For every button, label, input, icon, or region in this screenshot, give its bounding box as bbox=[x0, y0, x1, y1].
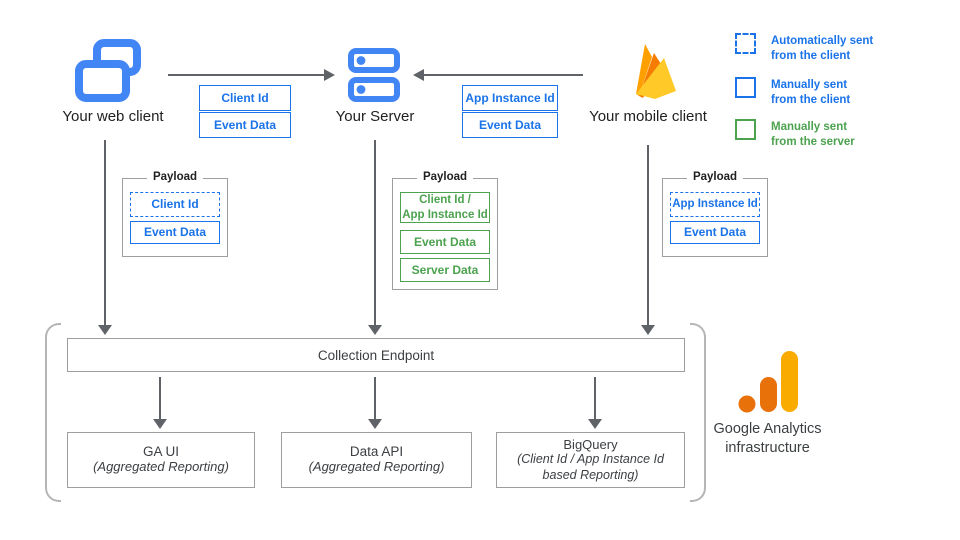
arrow-web-down-head-icon bbox=[98, 325, 112, 335]
arrow-data-api-line bbox=[374, 377, 376, 421]
arrow-mobile-to-server-head-icon bbox=[413, 69, 424, 81]
arrow-ga-ui-line bbox=[159, 377, 161, 421]
arrow-web-to-server-head-icon bbox=[324, 69, 335, 81]
payload-web: Payload Client Id Event Data bbox=[122, 171, 228, 257]
output-bigquery-subtitle: (Client Id / App Instance Id based Repor… bbox=[517, 451, 664, 482]
payload-mobile-event-data: Event Data bbox=[670, 221, 760, 244]
output-data-api-title: Data API bbox=[349, 444, 404, 460]
payload-web-title: Payload bbox=[146, 171, 204, 183]
output-data-api: Data API (Aggregated Reporting) bbox=[281, 432, 472, 488]
firebase-mobile-client-icon bbox=[636, 44, 676, 99]
arrow-data-api-head-icon bbox=[368, 419, 382, 429]
flow-tag-event-data-web: Event Data bbox=[199, 112, 291, 138]
payload-web-client-id: Client Id bbox=[130, 192, 220, 217]
legend-swatch-manual-server-icon bbox=[735, 119, 756, 140]
payload-mobile-app-instance-id: App Instance Id bbox=[670, 192, 760, 217]
arrow-mobile-down-head-icon bbox=[641, 325, 655, 335]
payload-server: Payload Client Id / App Instance Id Even… bbox=[392, 171, 498, 290]
output-bigquery: BigQuery (Client Id / App Instance Id ba… bbox=[496, 432, 685, 488]
mobile-client-label: Your mobile client bbox=[589, 108, 707, 125]
output-ga-ui: GA UI (Aggregated Reporting) bbox=[67, 432, 255, 488]
arrow-mobile-down-line bbox=[647, 145, 649, 327]
arrow-mobile-to-server-line bbox=[423, 74, 583, 76]
arrow-web-down-line bbox=[104, 140, 106, 327]
web-client-icon bbox=[75, 39, 141, 102]
legend-label-manual-server: Manually sent from the server bbox=[771, 121, 855, 148]
legend-label-manual-client: Manually sent from the client bbox=[771, 79, 851, 106]
bracket-right bbox=[690, 323, 706, 502]
output-ga-ui-title: GA UI bbox=[142, 444, 179, 460]
legend-swatch-manual-client-icon bbox=[735, 77, 756, 98]
arrow-web-to-server-line bbox=[168, 74, 325, 76]
arrow-bigquery-line bbox=[594, 377, 596, 421]
payload-mobile-title: Payload bbox=[686, 171, 744, 183]
payload-web-event-data: Event Data bbox=[130, 221, 220, 244]
collection-endpoint-label: Collection Endpoint bbox=[317, 347, 435, 363]
flow-tag-event-data-mobile: Event Data bbox=[462, 112, 558, 138]
server-icon bbox=[348, 48, 400, 102]
output-bigquery-title: BigQuery bbox=[563, 436, 618, 452]
output-ga-ui-subtitle: (Aggregated Reporting) bbox=[93, 459, 229, 475]
bracket-left bbox=[45, 323, 61, 502]
legend-swatch-automatic-client-icon bbox=[735, 33, 756, 54]
payload-mobile: Payload App Instance Id Event Data bbox=[662, 171, 768, 257]
payload-server-server-data: Server Data bbox=[400, 258, 490, 282]
flow-tag-client-id: Client Id bbox=[199, 85, 291, 111]
arrow-server-down-line bbox=[374, 140, 376, 327]
arrow-ga-ui-head-icon bbox=[153, 419, 167, 429]
flow-tag-app-instance-id: App Instance Id bbox=[462, 85, 558, 111]
web-client-label: Your web client bbox=[62, 108, 164, 125]
legend-label-automatic-client: Automatically sent from the client bbox=[771, 35, 874, 62]
arrow-server-down-head-icon bbox=[368, 325, 382, 335]
infrastructure-label: Google Analytics infrastructure bbox=[713, 421, 822, 456]
arrow-bigquery-head-icon bbox=[588, 419, 602, 429]
google-analytics-logo-icon bbox=[738, 351, 798, 413]
server-label: Your Server bbox=[335, 108, 415, 125]
output-data-api-subtitle: (Aggregated Reporting) bbox=[308, 459, 445, 475]
payload-server-event-data: Event Data bbox=[400, 230, 490, 254]
collection-endpoint: Collection Endpoint bbox=[67, 338, 685, 372]
payload-server-client-or-app-id: Client Id / App Instance Id bbox=[400, 192, 490, 223]
payload-server-title: Payload bbox=[416, 171, 474, 183]
